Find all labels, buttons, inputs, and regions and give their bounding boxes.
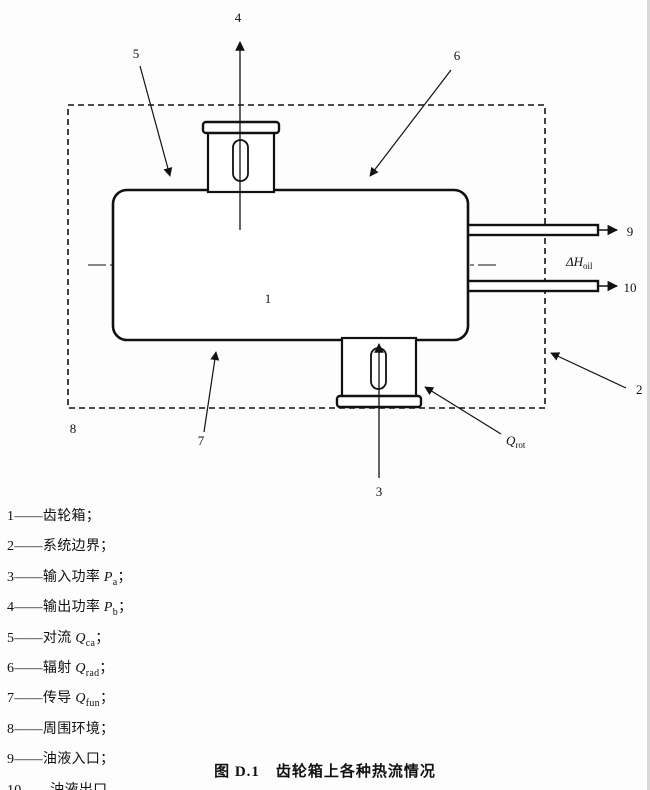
legend-item: 5——对流 Qca； [7,626,607,656]
delta-h-oil-label: ΔHoil [565,254,593,271]
legend-num: 1 [7,509,15,524]
legend-num: 2 [7,539,15,555]
legend-text: 对流 [42,630,76,646]
legend-text: 油液入口； [42,752,115,768]
legend-num: 8 [7,721,15,737]
legend-subscript: ca [85,637,96,649]
legend-text: 系统边界； [42,539,115,555]
legend-symbol: Q [75,630,86,646]
boundary-leader [550,352,627,389]
q-rot-leader [424,386,502,435]
label-7: 7 [198,433,205,448]
legend-dash: —— [14,630,43,646]
oil-inlet-pipe [464,223,600,237]
top-shaft-cap [201,120,281,135]
legend-dash: —— [14,691,43,707]
legend-text: 输入功率 [42,569,104,585]
legend-subscript: rad [85,667,100,679]
legend-punct: ； [117,569,132,585]
legend-dash: —— [14,660,43,676]
legend-symbol: Q [75,660,86,676]
legend-symbol: Q [75,691,86,707]
legend-punct: ； [99,660,114,676]
label-10: 10 [624,280,637,295]
legend-text: 输出功率 [42,600,104,616]
legend-subscript: fun [85,698,100,710]
legend-punct: ； [118,600,133,616]
legend-dash: —— [14,509,43,524]
legend-dash: —— [14,721,43,737]
label-3: 3 [376,484,383,499]
label-2: 2 [636,382,643,397]
legend-dash: —— [22,783,51,790]
legend-item: 1——齿轮箱； [7,504,607,534]
legend-item: 8——周围环境； [7,717,607,747]
legend-subscript: b [112,606,119,618]
legend-text: 油液出口。 [50,783,122,790]
legend-item: 10——油液出口。 [7,778,607,790]
legend-symbol: P [103,569,113,585]
legend-text: 齿轮箱； [42,509,101,524]
label-4: 4 [235,10,242,25]
conduction-leader [203,351,220,433]
legend-num: 6 [7,660,15,676]
legend-dash: —— [14,600,43,616]
legend-item: 6——辐射 Qrad； [7,656,607,686]
figure-title: 图 D.1 齿轮箱上各种热流情况 [214,764,436,780]
legend-num: 3 [7,569,15,585]
label-1: 1 [265,291,272,306]
legend-item: 7——传导 Qfun； [7,686,607,716]
legend-dash: —— [14,752,43,768]
convection-leader [139,65,173,177]
legend-item: 9——油液入口； [7,747,607,777]
q-rot-symbol: Q [506,433,516,448]
legend-item: 2——系统边界； [7,534,607,564]
legend-punct: ； [95,630,110,646]
legend-symbol: P [103,600,113,616]
legend-num: 4 [7,600,15,616]
legend-num: 7 [7,691,15,707]
legend-item: 4——输出功率 Pb； [7,595,607,625]
legend-punct: ； [99,691,115,707]
legend-num: 9 [7,752,15,768]
legend: 1——齿轮箱； 2——系统边界； 3——输入功率 Pa； 4——输出功率 Pb；… [7,504,607,790]
q-rot-subscript: rot [515,440,525,450]
label-6: 6 [454,48,461,63]
legend-text: 周围环境； [42,721,115,737]
delta-h-symbol: ΔH [565,254,584,269]
gearbox-body [111,188,470,342]
legend-num: 5 [7,630,15,646]
label-8: 8 [70,421,77,436]
legend-subscript: a [112,576,118,588]
scan-edge [647,0,650,790]
legend-item: 3——输入功率 Pa； [7,565,607,595]
top-shaft [201,120,281,194]
heat-flow-diagram: 4 3 5 6 7 2 Qrot ΔHoil 9 10 1 8 [67,10,643,499]
legend-dash: —— [14,569,43,585]
radiation-leader [369,69,452,177]
legend-text: 辐射 [42,660,76,676]
legend-text: 传导 [42,691,76,707]
oil-outlet-pipe [464,279,600,293]
legend-dash: —— [14,539,43,555]
q-rot-label: Qrot [506,433,526,450]
label-9: 9 [627,224,634,239]
label-5: 5 [133,46,140,61]
delta-h-subscript: oil [583,261,593,271]
legend-num: 10 [7,783,22,790]
